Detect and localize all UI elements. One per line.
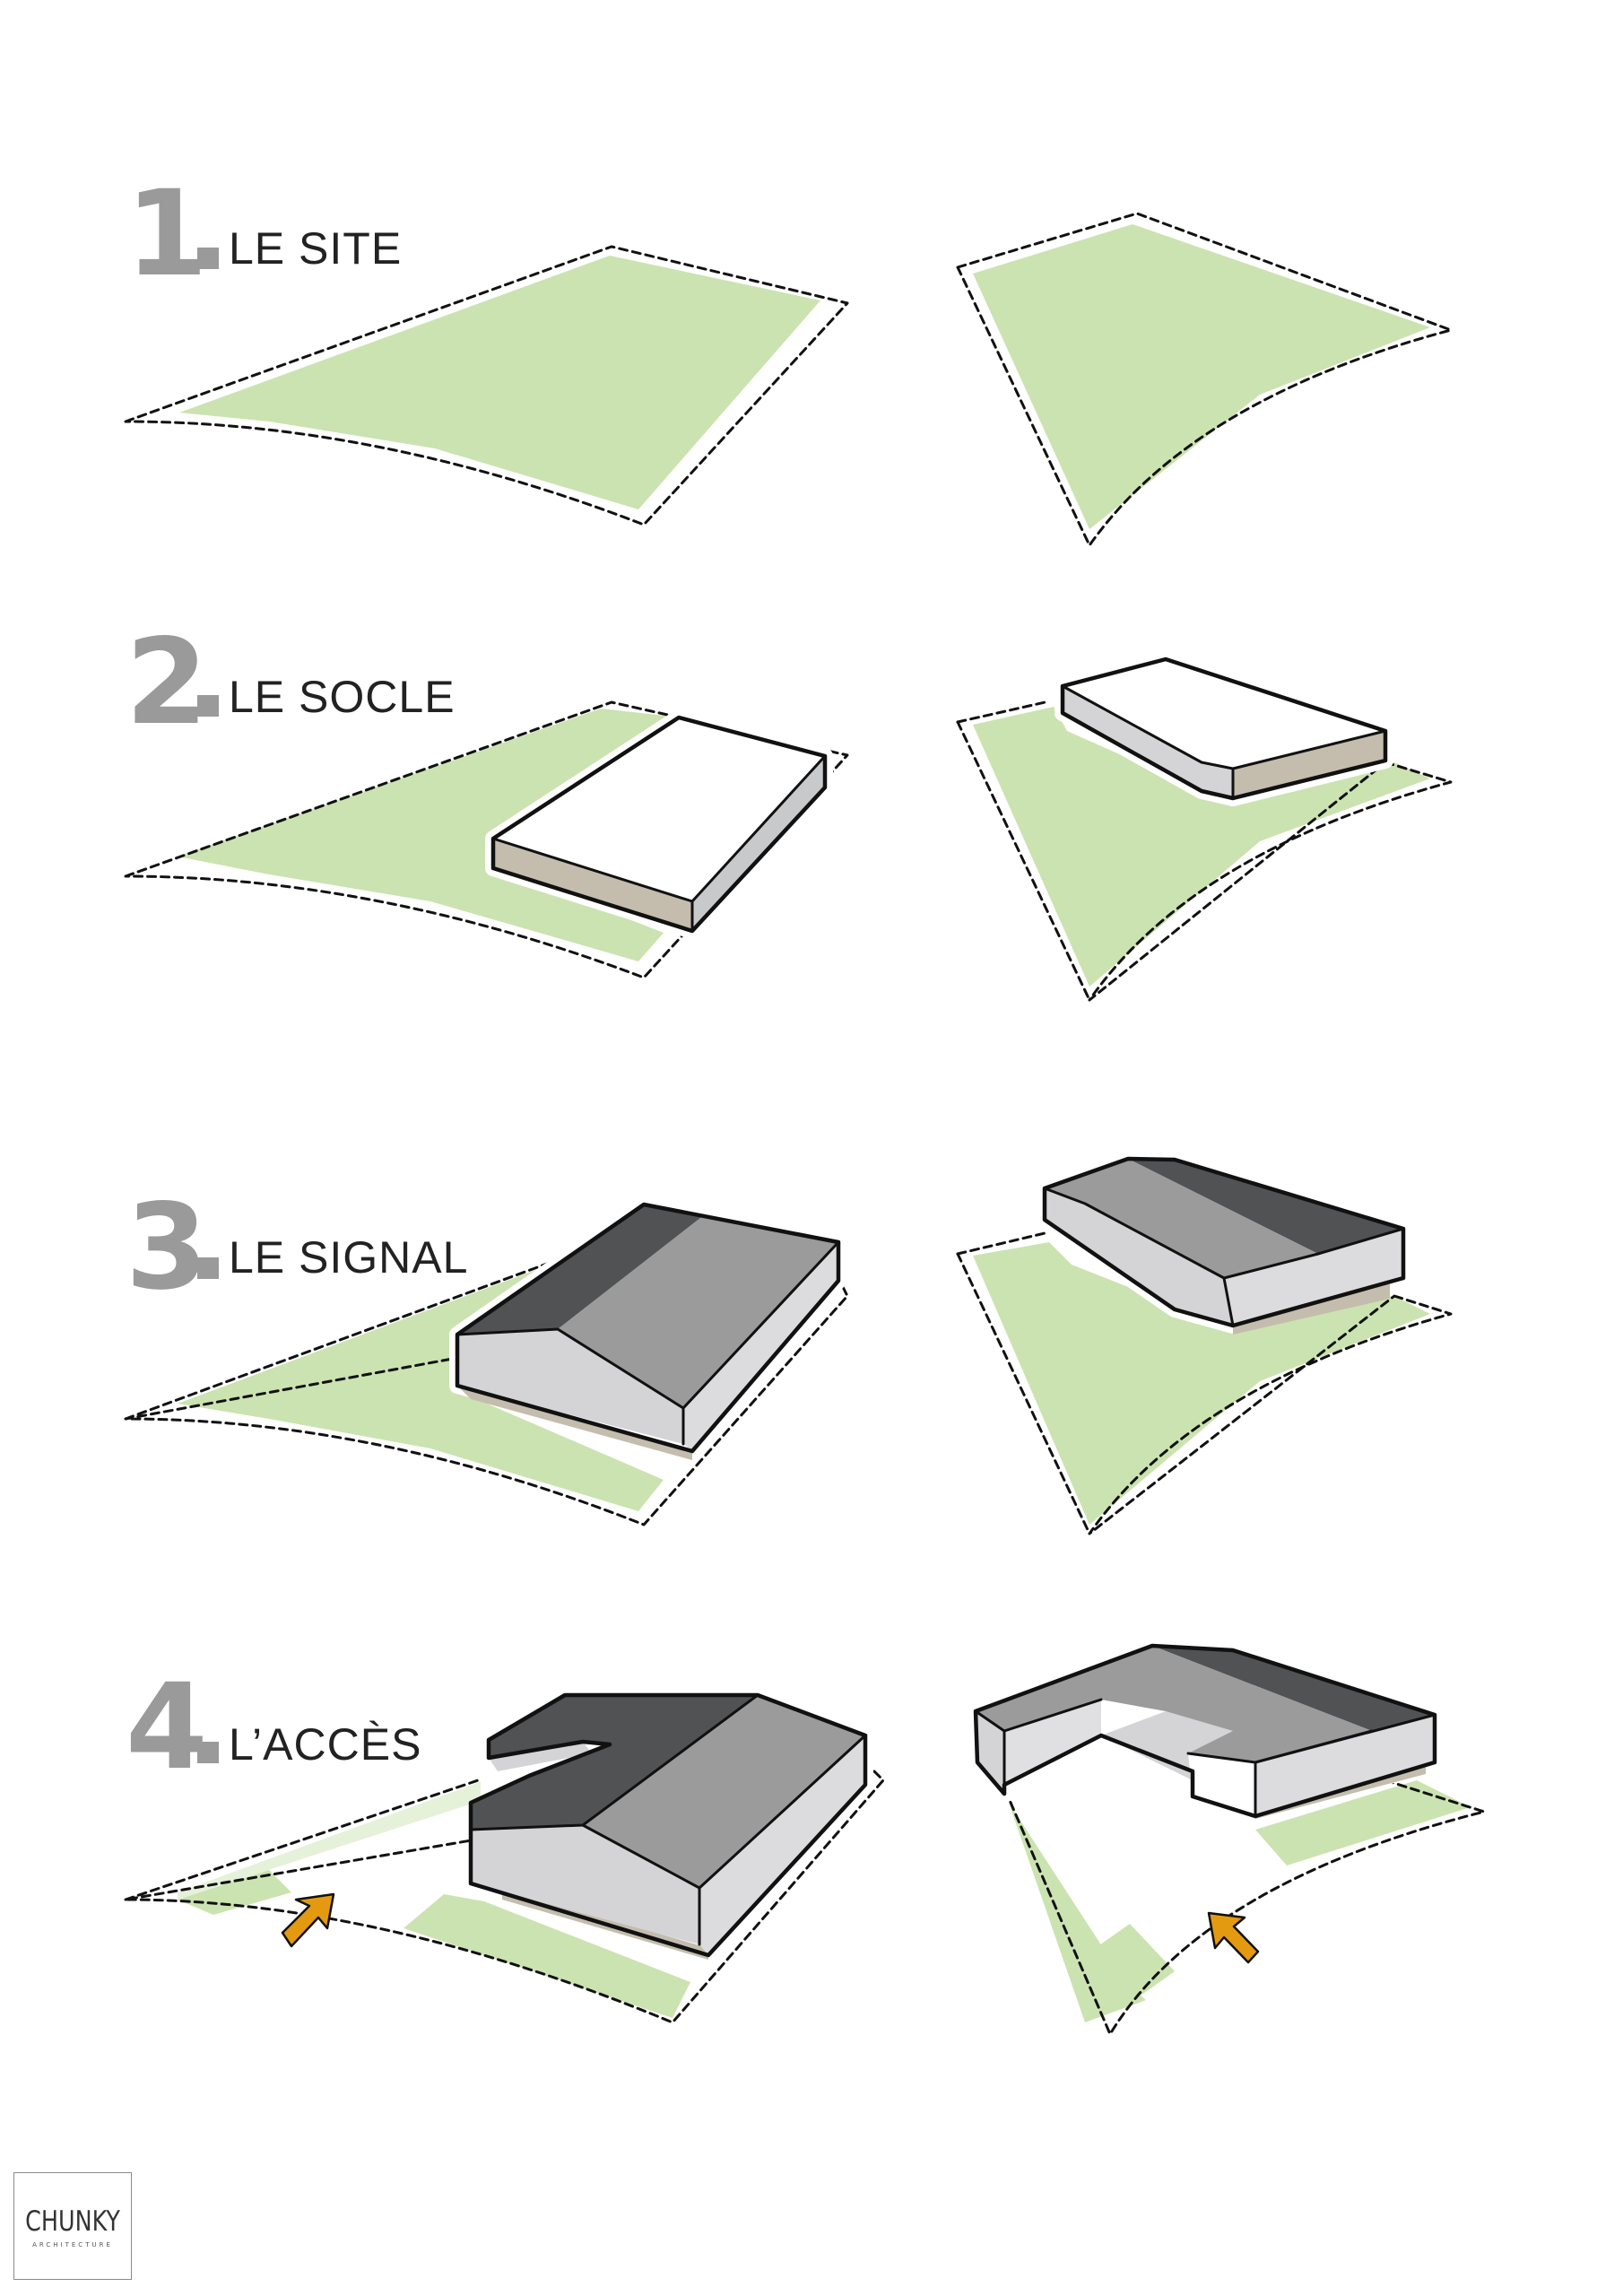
access-arrow-right	[1207, 1911, 1260, 1964]
acces-plot-left	[124, 1770, 885, 2024]
step-1-dot	[197, 248, 219, 269]
socle-plot-left	[124, 700, 849, 979]
chunky-architecture-logo: CHUNKY ARCHITECTURE	[13, 2172, 132, 2280]
socle-block-right	[1055, 651, 1393, 806]
access-arrow-left	[281, 1892, 335, 1948]
acces-plot-right	[1007, 1779, 1486, 2036]
step-4-number: 4	[126, 1658, 208, 1796]
step-2-dot	[197, 695, 219, 717]
step-2-number: 2	[126, 613, 208, 752]
signal-plot-left	[124, 1252, 849, 1526]
step-1-number: 1	[126, 165, 208, 303]
step-4-title: L’ACCÈS	[229, 1719, 422, 1770]
logo-sub-text: ARCHITECTURE	[32, 2241, 113, 2248]
socle-plot-right	[956, 700, 1453, 1002]
step-3-dot	[197, 1257, 219, 1279]
step-3-title: LE SIGNAL	[229, 1232, 469, 1283]
step-4-dot	[197, 1742, 219, 1763]
step-2-title: LE SOCLE	[229, 672, 456, 722]
signal-block-right	[1037, 1151, 1411, 1335]
signal-block-left	[449, 1196, 846, 1460]
acces-block-right	[968, 1638, 1443, 1824]
step-1-title: LE SITE	[229, 223, 403, 274]
socle-block-left	[485, 709, 833, 939]
step-3-number: 3	[126, 1178, 208, 1317]
site-plot-left	[124, 245, 849, 526]
site-plot-right	[956, 212, 1453, 547]
logo-main-text: CHUNKY	[25, 2205, 120, 2238]
acces-block-left	[468, 1687, 873, 1963]
